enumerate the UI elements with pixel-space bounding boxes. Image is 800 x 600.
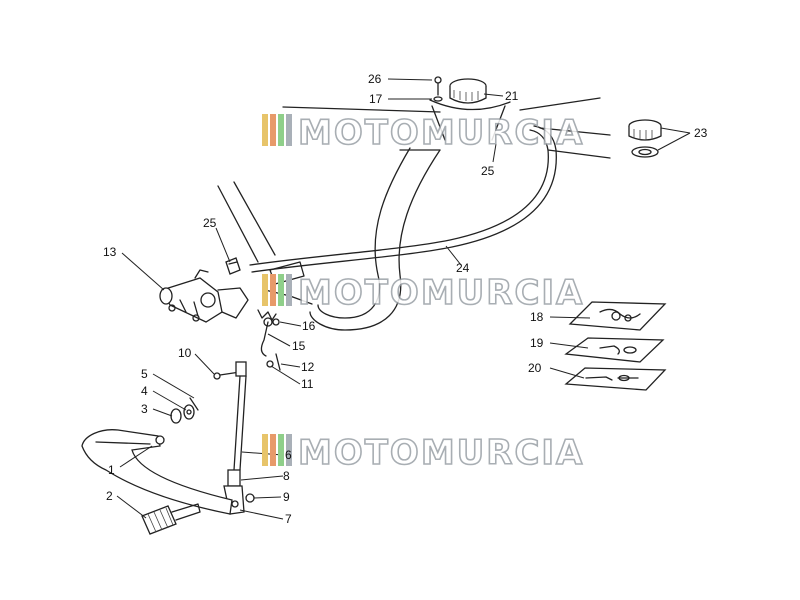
- callout-6: 6: [285, 448, 292, 462]
- push-rod: [227, 361, 247, 487]
- repair-kits: [564, 301, 667, 391]
- callout-25-top: 25: [481, 164, 495, 178]
- callout-18: 18: [530, 310, 544, 324]
- watermark-stripe: [286, 114, 292, 146]
- callout-24: 24: [456, 261, 470, 275]
- frame-tubes: [217, 97, 611, 331]
- pedal-pad: [141, 503, 201, 535]
- callout-labels: 26 17 21 23 25 25 24 13 16 15 10 12 11 5…: [103, 72, 708, 526]
- watermark-top: MOTOMURCIA: [262, 112, 584, 154]
- watermark-stripe: [278, 434, 284, 466]
- callout-1: 1: [108, 463, 115, 477]
- callout-11: 11: [301, 377, 314, 391]
- callout-3: 3: [141, 402, 148, 416]
- callout-17: 17: [369, 92, 383, 106]
- watermark-stripe: [270, 114, 276, 146]
- callout-7: 7: [285, 512, 292, 526]
- callout-5: 5: [141, 367, 148, 381]
- watermark-bottom: MOTOMURCIA: [262, 432, 584, 474]
- watermark-stripe: [278, 114, 284, 146]
- pivot-bolt: [213, 353, 281, 380]
- watermark-stripe: [262, 434, 268, 466]
- watermark-middle: MOTOMURCIA: [262, 272, 584, 314]
- watermark-stripe: [270, 274, 276, 306]
- callout-13: 13: [103, 245, 117, 259]
- callout-12: 12: [301, 360, 315, 374]
- watermark-text: MOTOMURCIA: [298, 433, 584, 473]
- callout-20: 20: [528, 361, 542, 375]
- watermark-stripe: [270, 434, 276, 466]
- brake-hose: [249, 125, 557, 273]
- callout-9: 9: [283, 490, 290, 504]
- callout-19: 19: [530, 336, 544, 350]
- watermark-stripe: [286, 274, 292, 306]
- master-cylinder: [159, 269, 249, 323]
- callout-15: 15: [292, 339, 306, 353]
- callout-21: 21: [505, 89, 519, 103]
- callout-10: 10: [178, 346, 192, 360]
- watermark-stripe: [278, 274, 284, 306]
- callout-26: 26: [368, 72, 382, 86]
- pedal-washers: [170, 397, 199, 424]
- callout-8: 8: [283, 469, 290, 483]
- hose-clamp: [225, 257, 241, 275]
- callout-2: 2: [106, 489, 113, 503]
- brake-pedal: [81, 429, 233, 515]
- fluid-reservoir: [429, 76, 511, 141]
- watermark-stripe: [262, 114, 268, 146]
- callout-16: 16: [302, 319, 316, 333]
- watermark-text: MOTOMURCIA: [298, 273, 584, 313]
- leader-lines: [116, 78, 691, 520]
- callout-25-bottom: 25: [203, 216, 217, 230]
- callout-4: 4: [141, 384, 148, 398]
- watermark-text: MOTOMURCIA: [298, 113, 584, 153]
- watermark-stripe: [286, 434, 292, 466]
- reservoir-cap: [628, 119, 662, 158]
- callout-23: 23: [694, 126, 708, 140]
- watermark-stripe: [262, 274, 268, 306]
